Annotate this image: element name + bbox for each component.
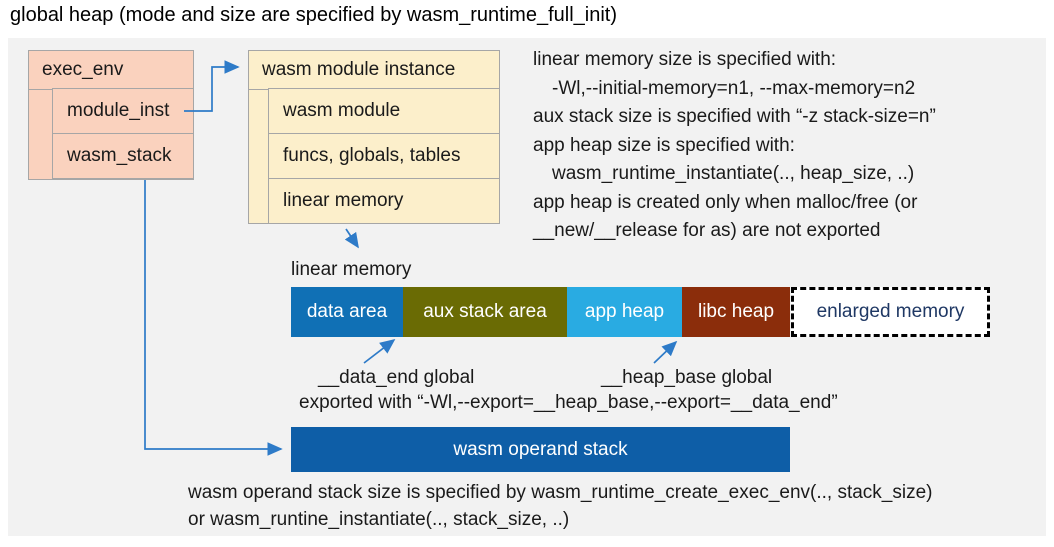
export-note: exported with “-Wl,--export=__heap_base,… [299, 392, 838, 413]
note-line: or wasm_runtine_instantiate(.., stack_si… [188, 509, 570, 530]
note-line: wasm_runtime_instantiate(.., heap_size, … [552, 163, 915, 184]
exec-env-row-wasm-stack: wasm_stack [52, 133, 194, 179]
segment-data-area: data area [291, 287, 403, 337]
exec-env-header: exec_env [29, 51, 193, 90]
note-line: app heap size is specified with: [533, 134, 795, 156]
note-line: __new/__release for as) are not exported [533, 220, 881, 241]
size-notes: linear memory size is specified with: -W… [533, 46, 936, 246]
wasm-operand-stack-bar: wasm operand stack [291, 427, 790, 472]
operand-stack-note: wasm operand stack size is specified by … [188, 479, 933, 533]
diagram-title: global heap (mode and size are specified… [10, 4, 617, 26]
heap-base-global-label: __heap_base global [601, 367, 773, 388]
module-instance-row-funcs-globals-tables: funcs, globals, tables [268, 133, 500, 179]
note-line: linear memory size is specified with: [533, 49, 837, 70]
note-line: aux stack size is specified with “-z sta… [533, 106, 936, 127]
module-instance-row-wasm-module: wasm module [268, 88, 500, 134]
data-end-global-label: __data_end global [318, 367, 475, 388]
linear-memory-label: linear memory [291, 259, 412, 280]
segment-app-heap: app heap [567, 287, 682, 337]
note-line: app heap is created only when malloc/fre… [533, 191, 918, 213]
segment-aux-stack-area: aux stack area [403, 287, 567, 337]
segment-enlarged-memory: enlarged memory [791, 287, 990, 337]
module-instance-row-linear-memory: linear memory [268, 178, 500, 224]
segment-libc-heap: libc heap [682, 287, 790, 337]
module-instance-header: wasm module instance [249, 51, 499, 90]
exec-env-row-module-inst: module_inst [52, 88, 194, 134]
note-line: -Wl,--initial-memory=n1, --max-memory=n2 [552, 77, 916, 99]
note-line: wasm operand stack size is specified by … [188, 482, 933, 503]
